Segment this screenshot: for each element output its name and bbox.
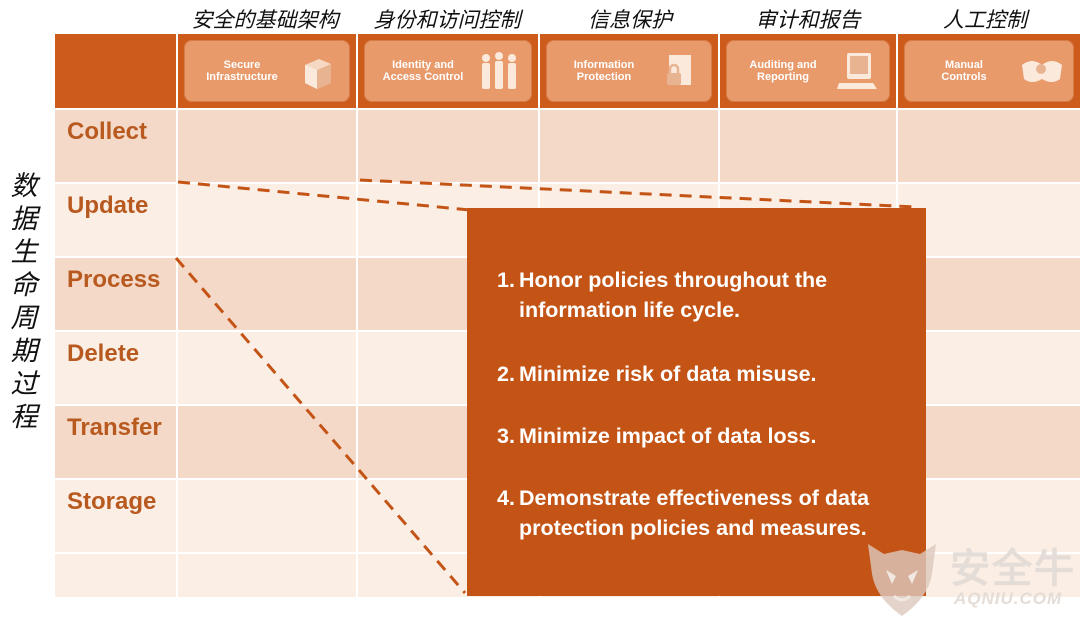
row-label: Process — [67, 266, 161, 293]
principle-number: 4. — [497, 486, 515, 510]
principle-item: 4. Demonstrate effectiveness of data pro… — [497, 483, 906, 543]
document-lock-icon — [656, 48, 702, 94]
principle-text-line: Honor policies throughout the — [519, 268, 828, 292]
row-label-cell — [55, 554, 176, 597]
bull-shield-icon — [868, 544, 936, 616]
vertical-lifecycle-label: 数 据 生 命 周 期 过 程 — [6, 170, 42, 434]
server-box-icon — [294, 48, 340, 94]
vertical-char: 命 — [10, 270, 38, 301]
column-label-line: Controls — [941, 71, 987, 83]
top-label-secure-infrastructure: 安全的基础架构 — [191, 8, 339, 32]
top-label-information-protection: 信息保护 — [588, 8, 672, 32]
dashed-line — [177, 180, 471, 212]
grid-cell — [540, 110, 718, 182]
vertical-char: 据 — [10, 204, 38, 235]
principle-item: 3. Minimize impact of data loss. — [497, 421, 906, 451]
watermark: 安全牛 AQNIU.COM — [862, 534, 1082, 616]
column-label-line: Manual — [945, 59, 983, 71]
grid-cell — [178, 406, 356, 478]
principles-panel: 1. Honor policies throughout the informa… — [467, 208, 926, 596]
vertical-char: 期 — [10, 336, 38, 367]
column-label-line: Secure — [223, 59, 261, 71]
vertical-char: 周 — [10, 303, 38, 334]
column-label-line: Reporting — [757, 71, 809, 83]
principle-number: 1. — [497, 268, 515, 292]
dashed-line — [359, 178, 917, 209]
top-label-identity-access: 身份和访问控制 — [373, 8, 521, 32]
people-group-icon — [476, 48, 522, 94]
grid-cell — [720, 110, 896, 182]
column-label-line: Access Control — [382, 71, 464, 83]
row-label-cell: Storage — [55, 480, 176, 552]
principle-number: 3. — [497, 424, 515, 448]
column-label-line: Infrastructure — [206, 71, 278, 83]
grid-cell — [178, 480, 356, 552]
principle-item: 1. Honor policies throughout the informa… — [497, 265, 906, 325]
vertical-char: 生 — [10, 237, 38, 268]
grid-cell — [898, 480, 1080, 552]
grid-cell — [178, 332, 356, 404]
column-label-line: Identity and — [392, 59, 454, 71]
vertical-char: 程 — [10, 402, 38, 433]
row-label: Delete — [67, 340, 140, 367]
top-label-manual-controls: 人工控制 — [943, 8, 1027, 32]
computer-monitor-icon — [834, 48, 880, 94]
dashed-line — [174, 257, 467, 594]
row-label: Update — [67, 192, 149, 219]
column-label-line: Auditing and — [749, 59, 817, 71]
row-label: Collect — [67, 118, 148, 145]
watermark-en: AQNIU.COM — [954, 589, 1063, 608]
row-label: Storage — [67, 488, 157, 515]
grid-cell — [898, 110, 1080, 182]
watermark-cn: 安全牛 — [950, 546, 1076, 592]
grid-cell — [898, 184, 1080, 256]
grid-cell — [178, 554, 356, 597]
principle-number: 2. — [497, 362, 515, 386]
column-label-line: Information — [573, 59, 635, 71]
grid-cell — [178, 110, 356, 182]
header-corner — [55, 34, 176, 108]
row-label-cell: Process — [55, 258, 176, 330]
vertical-char: 数 — [10, 171, 38, 202]
column-label-line: Protection — [576, 71, 632, 83]
hands-icon — [1018, 48, 1064, 94]
principle-text-line: protection policies and measures. — [519, 516, 867, 540]
grid-cell — [898, 332, 1080, 404]
grid-cell — [358, 110, 538, 182]
principle-text-line: Minimize risk of data misuse. — [519, 362, 817, 386]
row-label-cell: Collect — [55, 110, 176, 182]
grid-cell — [898, 258, 1080, 330]
principle-text-line: Demonstrate effectiveness of data — [519, 486, 870, 510]
vertical-char: 过 — [10, 369, 38, 400]
principle-text-line: information life cycle. — [519, 298, 741, 322]
principle-item: 2. Minimize risk of data misuse. — [497, 359, 906, 389]
grid-cell — [898, 406, 1080, 478]
row-label-cell: Update — [55, 184, 176, 256]
principle-text-line: Minimize impact of data loss. — [519, 424, 817, 448]
row-label: Transfer — [67, 414, 162, 441]
row-label-cell: Delete — [55, 332, 176, 404]
top-label-auditing-reporting: 审计和报告 — [755, 8, 861, 32]
row-label-cell: Transfer — [55, 406, 176, 478]
